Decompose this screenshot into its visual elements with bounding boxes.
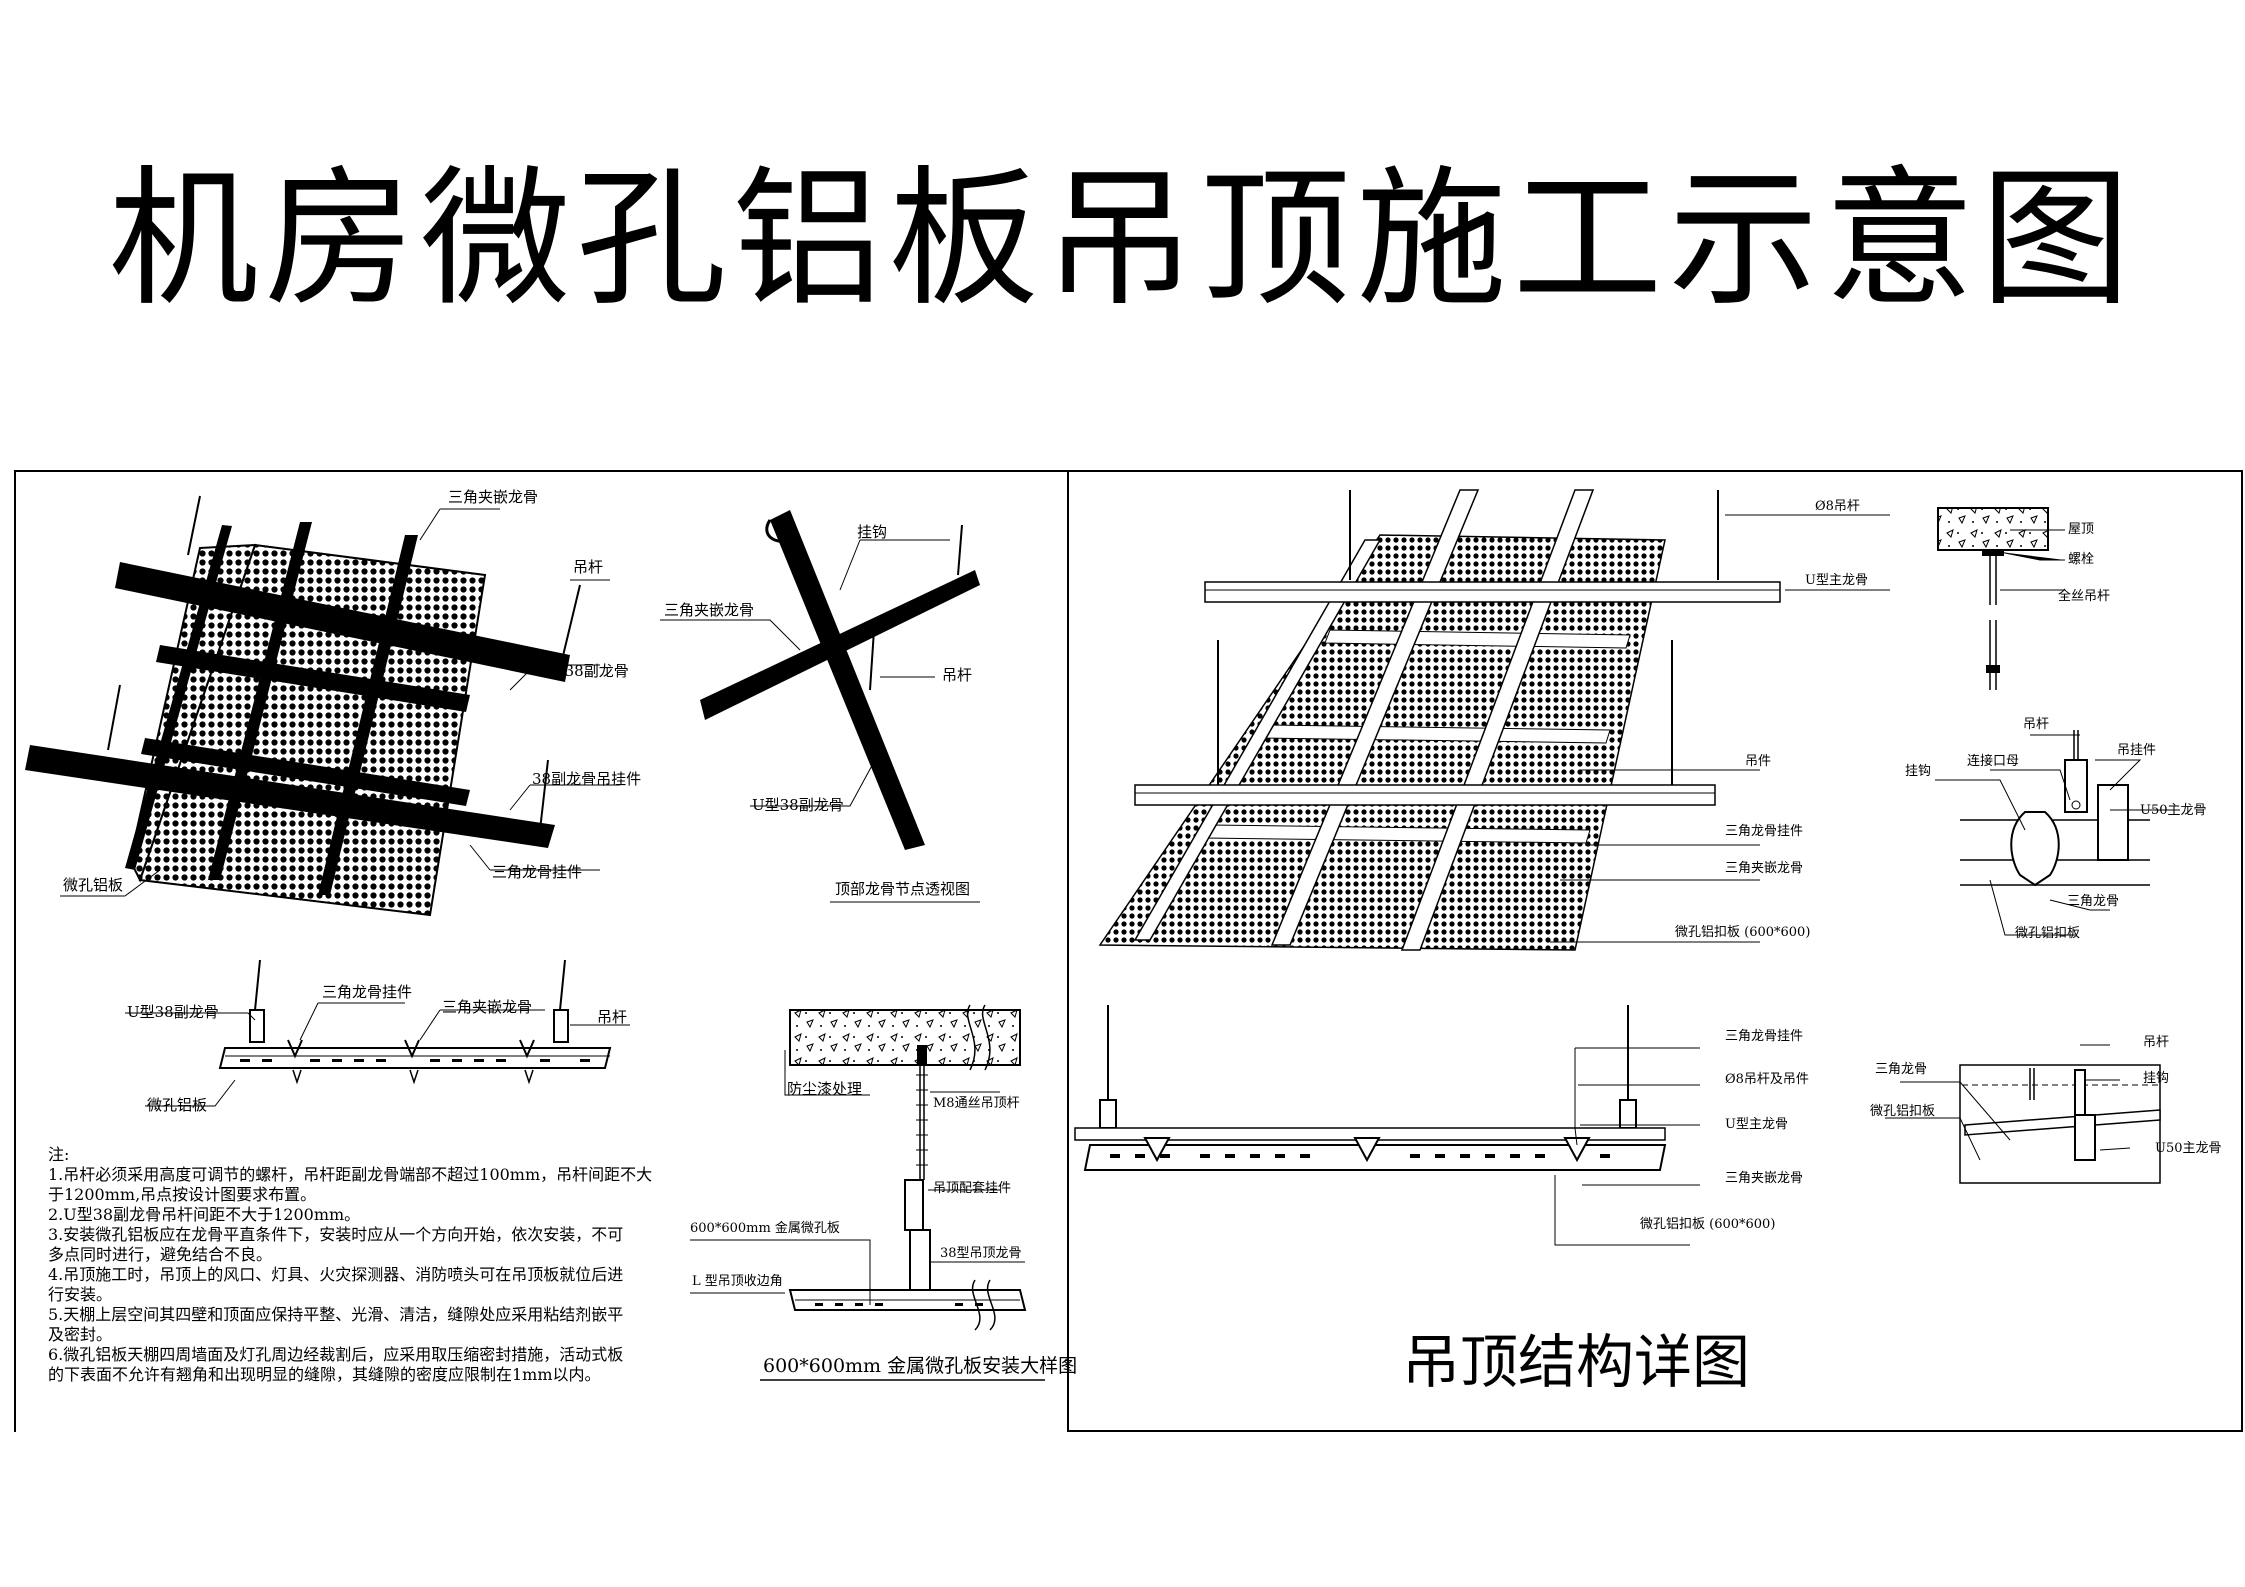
left-iso-ceiling [25,495,620,917]
caption-structure-detail: 吊顶结构详图 [1402,1328,1751,1396]
label-sec-triangle-hanger: 三角龙骨挂件 [322,983,413,1001]
label-sec-rod: 吊杆 [597,1008,628,1026]
right-iso-ceiling [1098,489,1890,951]
right-small-detail [1885,1044,2161,1184]
note-line: 3.安装微孔铝板应在龙骨平直条件下，安装时应从一个方向开始，依次安装，不可 [48,1225,624,1244]
note-line: 于1200mm,吊点按设计图要求布置。 [48,1185,317,1204]
label-joint-nut: 连接口母 [1967,754,2020,769]
left-node-perspective [660,510,980,903]
label-hanger: 吊顶配套挂件 [933,1181,1012,1196]
label-hook: 挂钩 [857,523,888,541]
right-drawing-panel [1067,470,2243,1432]
label-sd-rod: 吊杆 [2143,1035,2170,1050]
label-full-thread-rod: 全丝吊杆 [2058,589,2111,604]
label-right-panel: 微孔铝扣板 (600*600) [1675,925,1811,940]
label-rod: 吊杆 [573,558,604,576]
label-sd-triangle: 三角龙骨 [1875,1062,1928,1077]
label-sec-panel: 微孔铝板 [147,1096,208,1114]
note-line: 的下表面不允许有翘角和出现明显的缝隙，其缝隙的密度应限制在1mm以内。 [48,1365,601,1384]
label-joint-u50: U50主龙骨 [2140,803,2207,818]
label-joint-rod: 吊杆 [2023,717,2050,732]
note-line: 6.微孔铝板天棚四周墙面及灯孔周边经裁割后，应采用取压缩密封措施，活动式板 [48,1345,624,1364]
label-sd-panel: 微孔铝扣板 [1870,1104,1936,1119]
note-line: 2.U型38副龙骨吊杆间距不大于1200mm。 [48,1205,361,1224]
label-u-main-keel: U型主龙骨 [1805,573,1868,588]
left-section [125,959,630,1107]
label-bolt: 螺栓 [2068,552,2095,567]
label-rsec-u-main: U型主龙骨 [1725,1117,1788,1132]
caption-node-perspective: 顶部龙骨节点透视图 [835,880,971,898]
note-line: 多点同时进行，避免结合不良。 [48,1245,273,1264]
left-install-detail [690,1004,1045,1381]
right-joint-detail [1935,730,2180,936]
label-rsec-triangle-hanger: 三角龙骨挂件 [1725,1029,1804,1044]
label-edge-angle: L 型吊顶收边角 [692,1274,783,1289]
label-node-rod: 吊杆 [942,666,973,684]
label-sub-keel-hanger: 38副龙骨吊挂件 [532,770,642,788]
note-line: 1.吊杆必须采用高度可调节的螺杆，吊杆距副龙骨端部不超过100mm，吊杆间距不大 [48,1165,653,1184]
right-roof-detail [1937,507,2065,690]
label-sd-u50: U50主龙骨 [2155,1141,2222,1156]
label-sec-u38: U型38副龙骨 [127,1003,219,1021]
label-perforated-panel: 微孔铝板 [63,876,124,894]
label-joint-hanger: 吊挂件 [2117,743,2157,758]
label-node-triangle-clip-keel: 三角夹嵌龙骨 [664,601,755,619]
label-right-triangle-hanger: 三角龙骨挂件 [1725,824,1804,839]
label-right-triangle-clip: 三角夹嵌龙骨 [1725,861,1804,876]
note-line: 5.天棚上层空间其四壁和顶面应保持平整、光滑、清洁，缝隙处应采用粘结剂嵌平 [48,1305,624,1324]
label-dust-paint: 防尘漆处理 [787,1080,863,1098]
construction-notes: 注: 1.吊杆必须采用高度可调节的螺杆，吊杆距副龙骨端部不超过100mm，吊杆间… [48,1145,688,1385]
label-rsec-triangle-clip: 三角夹嵌龙骨 [1725,1171,1804,1186]
label-keel-38: 38型吊顶龙骨 [940,1246,1022,1261]
label-joint-triangle: 三角龙骨 [2067,894,2120,909]
label-joint-hook: 挂钩 [1905,764,1932,779]
note-line: 4.吊顶施工时，吊顶上的风口、灯具、火灾探测器、消防喷头可在吊顶板就位后进 [48,1265,624,1284]
label-rsec-phi8: Ø8吊杆及吊件 [1725,1072,1809,1087]
label-panel-600: 600*600mm 金属微孔板 [690,1221,840,1236]
label-u38-sub-keel: U型38副龙骨 [537,662,629,680]
note-line: 及密封。 [48,1325,113,1344]
label-rsec-panel: 微孔铝扣板 (600*600) [1640,1217,1776,1232]
label-sd-hook: 挂钩 [2143,1071,2170,1086]
caption-install-detail: 600*600mm 金属微孔板安装大样图 [763,1355,1078,1377]
label-node-u38: U型38副龙骨 [752,796,844,814]
label-right-hanger: 吊件 [1745,754,1772,769]
drawing-title: 机房微孔铝板吊顶施工示意图 [108,153,2137,327]
right-section [1074,1005,1700,1246]
notes-title: 注: [48,1145,70,1164]
label-sec-triangle-clip: 三角夹嵌龙骨 [442,998,533,1016]
label-roof: 屋顶 [2068,522,2095,537]
note-line: 行安装。 [48,1285,113,1304]
label-joint-panel: 微孔铝扣板 [2015,926,2081,941]
label-triangle-keel-hanger: 三角龙骨挂件 [492,863,583,881]
label-triangle-clip-keel: 三角夹嵌龙骨 [448,488,539,506]
label-phi8-rod: Ø8吊杆 [1815,499,1860,514]
label-m8-rod: M8通丝吊顶杆 [933,1096,1020,1111]
